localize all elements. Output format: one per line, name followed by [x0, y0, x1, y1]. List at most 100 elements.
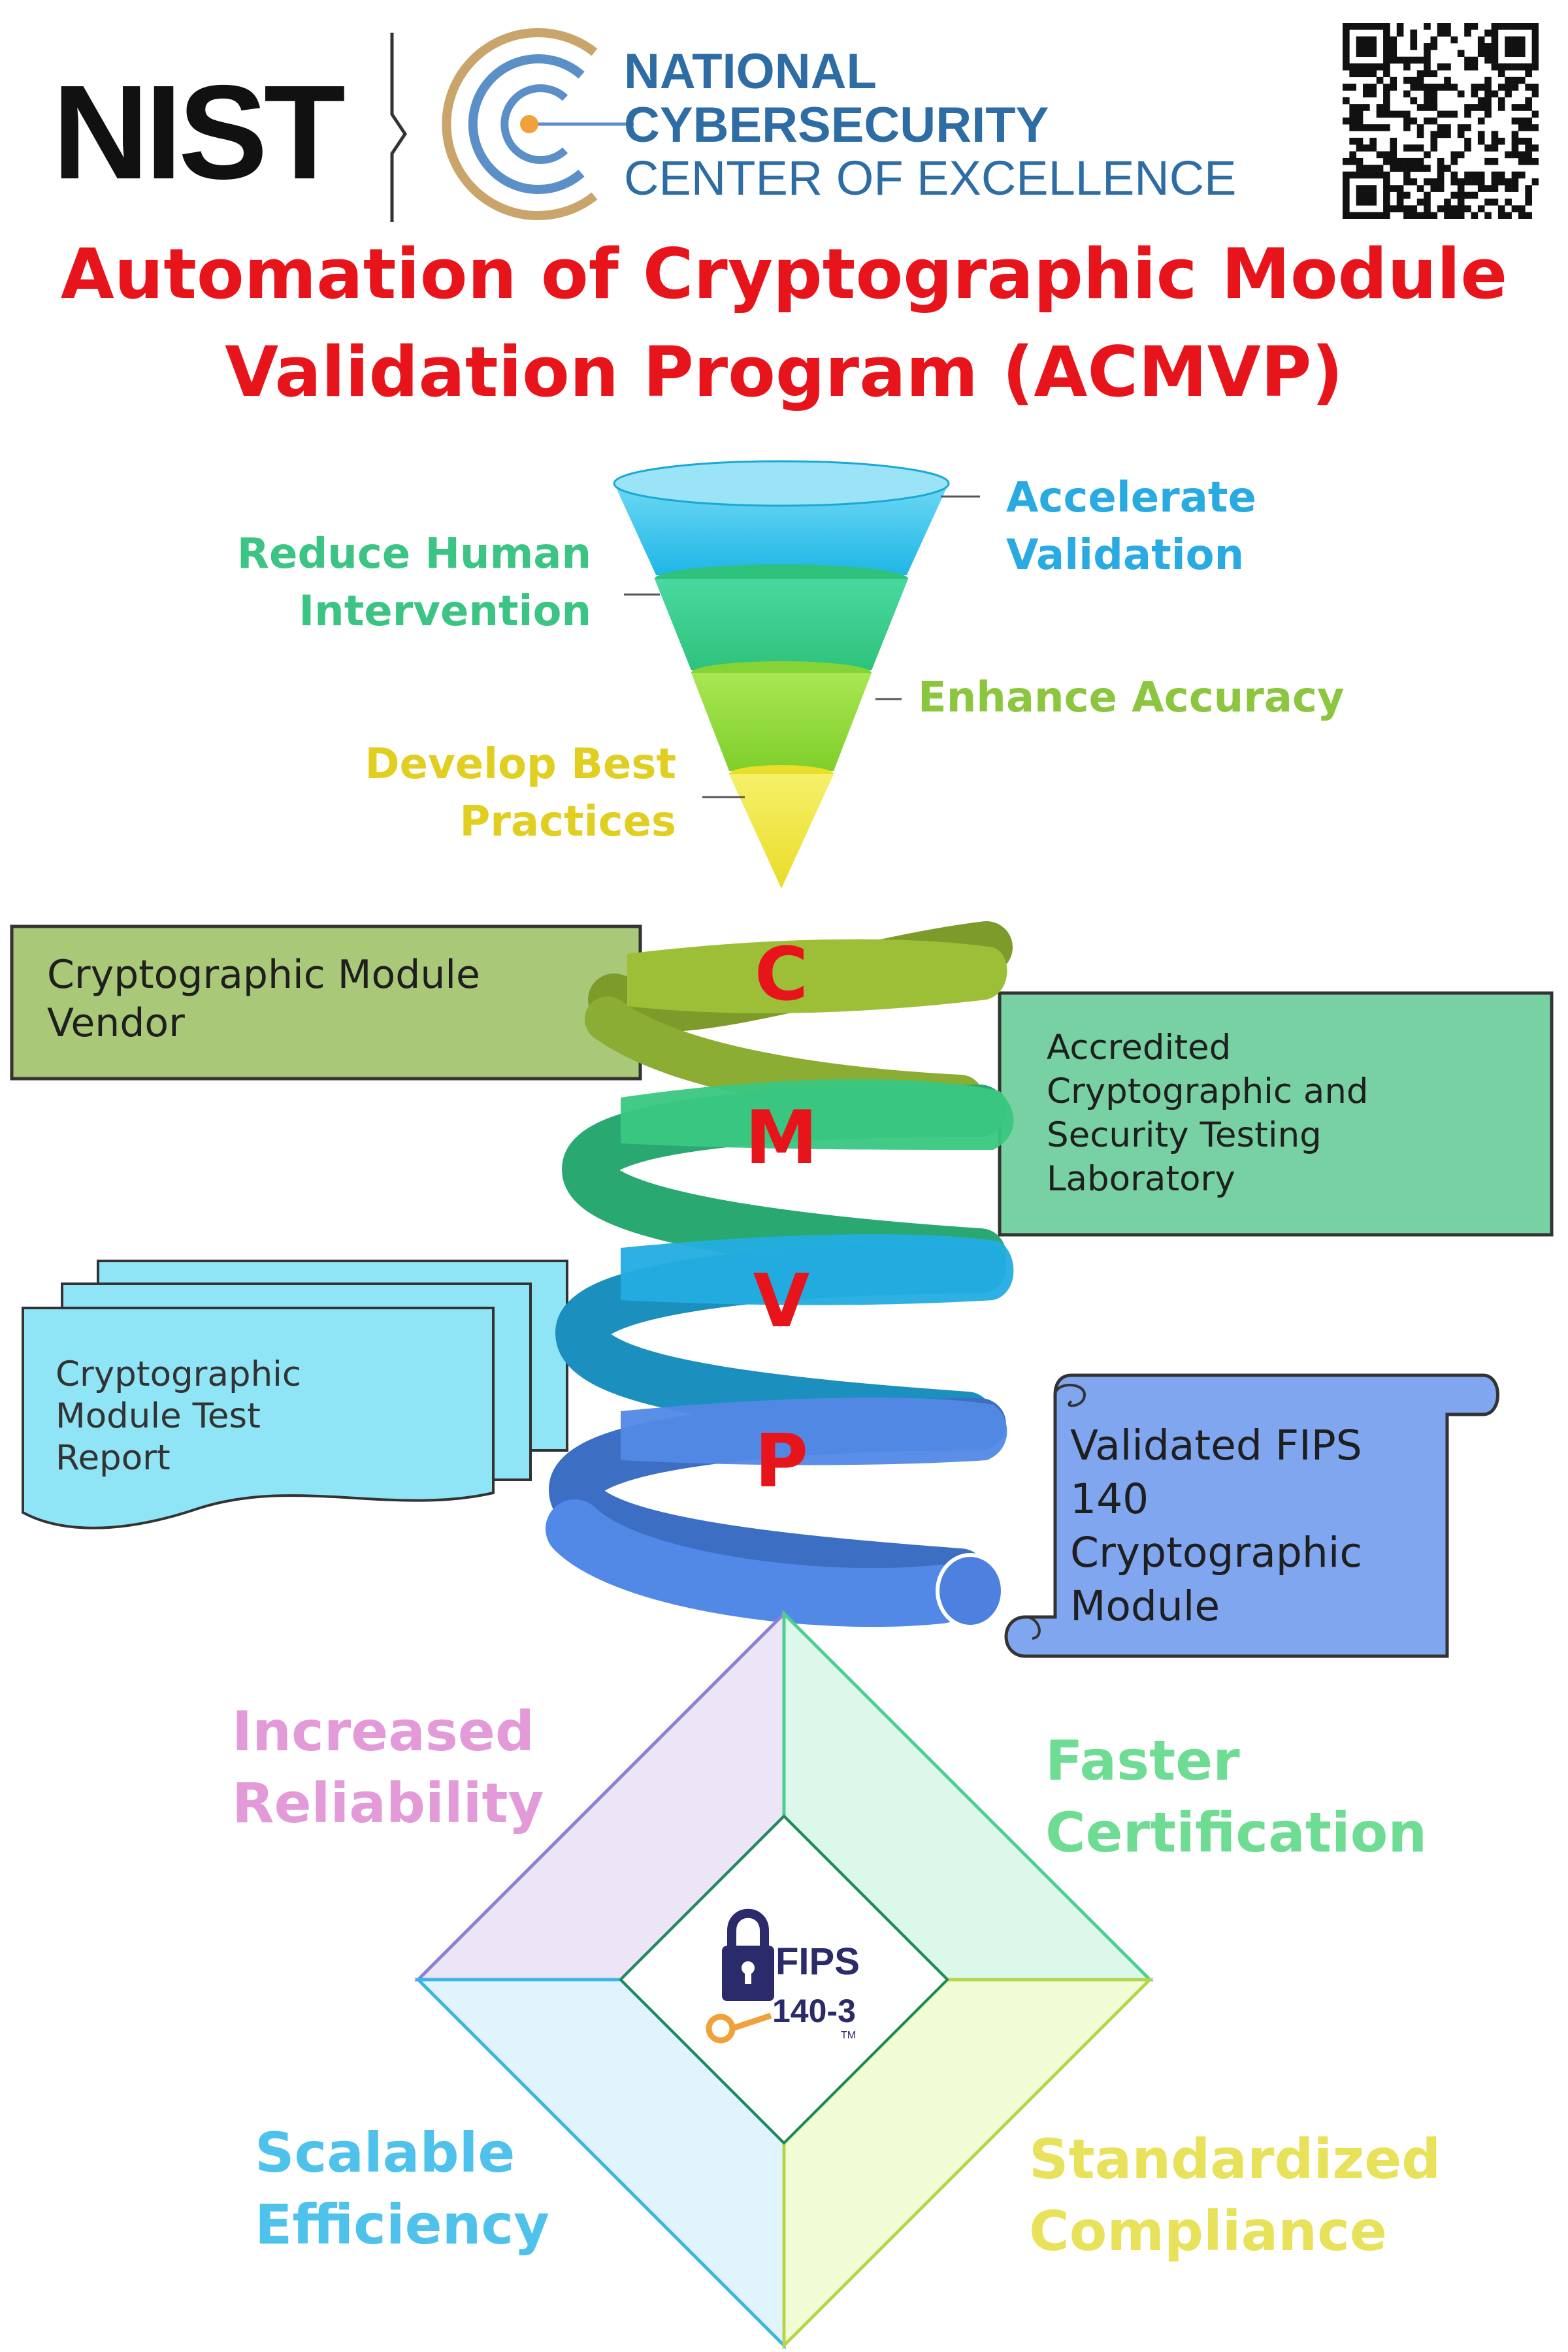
qr-module: [1424, 97, 1431, 105]
qr-module: [1464, 191, 1471, 199]
title-line-2: Validation Program (ACMVP): [225, 332, 1343, 412]
qr-module: [1396, 165, 1404, 172]
qr-module: [1343, 212, 1350, 219]
qr-module: [1383, 151, 1390, 159]
qr-module: [1497, 97, 1505, 105]
qr-module: [1491, 185, 1499, 192]
qr-module: [1450, 178, 1458, 186]
qr-module: [1403, 171, 1411, 179]
qr-module: [1484, 56, 1492, 64]
qr-module: [1424, 104, 1431, 111]
qr-module: [1424, 191, 1431, 199]
funnel-tip: [729, 774, 834, 889]
qr-module: [1403, 157, 1411, 165]
qr-module: [1457, 191, 1465, 199]
qr-module: [1477, 50, 1485, 57]
key-shaft: [730, 2012, 772, 2032]
qr-module: [1424, 56, 1431, 64]
qr-module: [1444, 76, 1451, 84]
vendor-box: [10, 924, 642, 1081]
qr-module: [1525, 124, 1532, 131]
qr-module: [1484, 97, 1492, 105]
qr-module: [1343, 36, 1350, 44]
qr-module: [1363, 185, 1370, 192]
qr-module: [1424, 205, 1431, 212]
qr-module: [1383, 70, 1390, 78]
qr-module: [1505, 198, 1512, 206]
qr-module: [1416, 76, 1424, 84]
qr-module: [1477, 185, 1485, 192]
funnel-top-rim: [613, 460, 950, 507]
fips-logo-line-1: FIPS: [776, 1940, 860, 1983]
qr-module: [1410, 157, 1418, 165]
report-line-1: Cryptographic: [56, 1354, 302, 1394]
qr-module: [1349, 151, 1356, 159]
qr-module: [1511, 36, 1519, 44]
qr-module: [1518, 36, 1526, 44]
qr-module: [1525, 191, 1532, 199]
qr-module: [1477, 97, 1485, 105]
qr-module: [1464, 205, 1471, 212]
qr-module: [1464, 63, 1471, 71]
qr-module: [1343, 205, 1350, 212]
qr-module: [1383, 205, 1390, 212]
certificate-line-3: Cryptographic: [1070, 1529, 1362, 1576]
qr-module: [1477, 137, 1485, 145]
certificate-scroll: [1004, 1373, 1499, 1658]
qr-module: [1531, 178, 1539, 186]
qr-module: [1403, 76, 1411, 84]
qr-module: [1437, 205, 1445, 212]
lab-box-text: Accredited Cryptographic and Security Te…: [1047, 1026, 1369, 1201]
qr-module: [1531, 90, 1539, 98]
qr-module: [1363, 104, 1370, 111]
qr-module: [1376, 104, 1384, 111]
qr-module: [1518, 205, 1526, 212]
qr-module: [1511, 151, 1519, 159]
certificate-line-2: 140: [1070, 1475, 1149, 1523]
develop-line-1: Develop Best: [365, 740, 676, 789]
qr-module: [1383, 29, 1390, 37]
qr-module: [1444, 198, 1451, 206]
qr-module: [1383, 185, 1390, 192]
qr-module: [1464, 124, 1471, 131]
nccoe-logo-mark: [390, 28, 634, 222]
qr-module: [1376, 63, 1384, 71]
qr-module: [1424, 63, 1431, 71]
qr-module: [1450, 36, 1458, 44]
certificate-text: Validated FIPS 140 Cryptographic Module: [1070, 1419, 1362, 1633]
qr-module: [1491, 36, 1499, 44]
qr-module: [1416, 131, 1424, 139]
qr-module: [1471, 171, 1478, 179]
qr-module: [1437, 171, 1445, 179]
report-sheet-front: [22, 1307, 495, 1529]
qr-module: [1497, 104, 1505, 111]
qr-module: [1356, 171, 1364, 179]
qr-module: [1343, 198, 1350, 206]
org-line-3: CENTER OF EXCELLENCE: [624, 151, 1237, 205]
qr-module: [1497, 212, 1505, 219]
qr-module: [1531, 124, 1539, 131]
qr-module: [1457, 178, 1465, 186]
qr-module: [1369, 84, 1377, 91]
qr-module: [1525, 23, 1532, 30]
qr-module: [1356, 137, 1364, 145]
qr-module: [1437, 124, 1445, 131]
qr-code[interactable]: [1343, 23, 1539, 219]
qr-module: [1396, 29, 1404, 37]
qr-module: [1477, 178, 1485, 186]
qr-module: [1343, 191, 1350, 199]
qr-module: [1525, 70, 1532, 78]
qr-module: [1484, 157, 1492, 165]
qr-module: [1403, 205, 1411, 212]
qr-module: [1444, 63, 1451, 71]
qr-module: [1349, 110, 1356, 118]
qr-module: [1471, 178, 1478, 186]
qr-module: [1457, 212, 1465, 219]
label-reduce-human-intervention: Reduce Human Intervention: [196, 525, 591, 640]
qr-module: [1410, 43, 1418, 50]
qr-module: [1410, 29, 1418, 37]
qr-module: [1505, 36, 1512, 44]
nccoe-wordmark: NATIONAL CYBERSECURITY CENTER OF EXCELLE…: [624, 47, 1237, 203]
qr-module: [1497, 23, 1505, 30]
qr-module: [1525, 185, 1532, 192]
